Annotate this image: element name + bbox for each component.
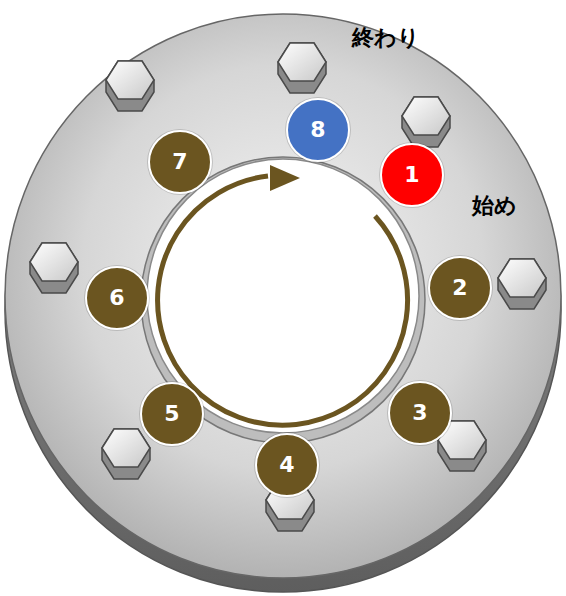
callout-number: 7 <box>172 151 187 173</box>
callout-number: 5 <box>164 403 179 425</box>
callout-number: 3 <box>412 402 427 424</box>
callout-number: 8 <box>310 119 325 141</box>
start-label: 始め <box>472 194 517 218</box>
callout-number: 1 <box>404 164 419 186</box>
callout-number: 4 <box>279 454 294 476</box>
bolt-order-marker: 4 <box>255 433 319 497</box>
end-label: 終わり <box>352 26 420 50</box>
end-bolt-marker: 8 <box>286 98 350 162</box>
arrow-head <box>270 165 300 191</box>
bolt-order-marker: 6 <box>85 266 149 330</box>
start-bolt-marker: 1 <box>380 143 444 207</box>
direction-arrow <box>158 176 408 425</box>
bolt-order-marker: 5 <box>140 382 204 446</box>
bolt-order-marker: 2 <box>428 256 492 320</box>
callout-number: 6 <box>109 287 124 309</box>
callout-number: 2 <box>452 277 467 299</box>
bolt-order-marker: 7 <box>148 130 212 194</box>
bolt-order-marker: 3 <box>388 381 452 445</box>
